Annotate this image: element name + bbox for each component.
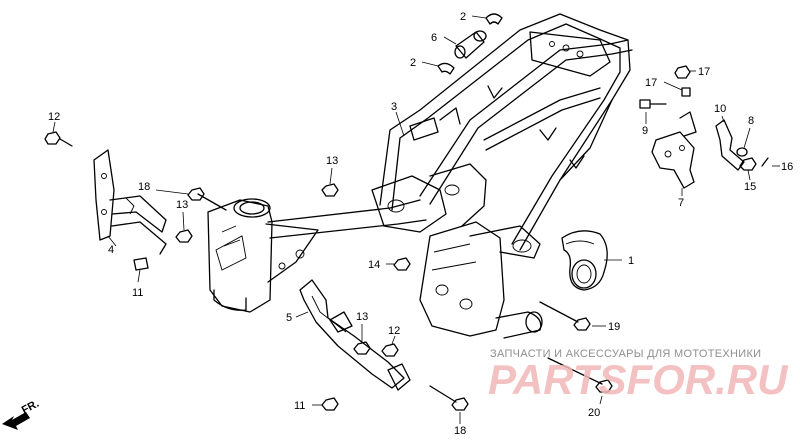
callout-12-left: 12: [48, 111, 60, 123]
part-4-bracket: [93, 149, 167, 255]
part-6-tube: [443, 30, 487, 59]
part-11-nut-lower: [312, 397, 339, 411]
part-2-clip-lower: [421, 61, 455, 75]
part-2-clip-upper: [471, 13, 503, 25]
callout-12-lower: 12: [388, 325, 400, 337]
part-10-holder: [715, 115, 745, 171]
callout-13-left: 13: [176, 199, 188, 211]
callout-2-upper: 2: [460, 11, 466, 23]
part-13-nut-left: [175, 211, 193, 243]
part-18-bolt-lower: [429, 385, 469, 424]
callout-19: 19: [608, 321, 620, 333]
callout-13-center: 13: [326, 155, 338, 167]
part-18-bolt-left: [155, 187, 227, 211]
part-14-nut: [386, 257, 411, 271]
part-15-nut: [739, 157, 757, 181]
callout-8: 8: [748, 115, 754, 127]
callout-5: 5: [286, 312, 292, 324]
front-arrow-icon: [2, 412, 30, 430]
part-7-plate: [651, 111, 697, 196]
callout-9: 9: [642, 125, 648, 137]
part-12-bolt-lower: [381, 335, 399, 357]
part-1-rubber-boot: [561, 230, 622, 291]
part-19-bolt: [539, 301, 606, 331]
part-11-nut-left: [133, 257, 149, 283]
callout-13-lower: 13: [356, 311, 368, 323]
watermark-subtitle: ЗАПЧАСТИ И АКСЕССУАРЫ ДЛЯ МОТОТЕХНИКИ: [490, 348, 761, 360]
callout-7: 7: [678, 197, 684, 209]
callout-10: 10: [714, 103, 726, 115]
part-20-bolt: [547, 357, 613, 405]
callout-17-left: 17: [645, 77, 657, 89]
callout-11-lower: 11: [294, 400, 305, 412]
part-17-bolt-lower: [663, 81, 691, 97]
callout-18-left: 18: [138, 181, 150, 193]
part-13-nut-center: [321, 167, 339, 197]
direction-label: FR.: [20, 398, 41, 417]
callout-17-right: 17: [698, 66, 710, 78]
part-9-bolt: [639, 99, 667, 124]
part-5-lower-stay: [295, 279, 411, 391]
callout-15: 15: [744, 181, 756, 193]
callout-6: 6: [431, 32, 437, 44]
callout-11-left: 11: [132, 287, 143, 299]
part-17-bolt-upper: [674, 65, 696, 79]
callout-2-lower: 2: [410, 57, 416, 69]
part-8-collar: [736, 127, 751, 157]
frame-body: [207, 13, 633, 339]
callout-20: 20: [588, 407, 600, 419]
callout-16: 16: [781, 161, 793, 173]
callout-1: 1: [628, 255, 634, 267]
part-13-nut-lower: [353, 324, 371, 355]
part-16-screw: [761, 157, 780, 167]
part-12-bolt-left: [44, 121, 73, 147]
callout-18-lower: 18: [454, 425, 466, 437]
callout-4: 4: [108, 244, 114, 256]
callout-14: 14: [368, 259, 380, 271]
callout-3: 3: [391, 101, 397, 113]
watermark-logo: PARTSFOR.RU: [488, 356, 789, 403]
